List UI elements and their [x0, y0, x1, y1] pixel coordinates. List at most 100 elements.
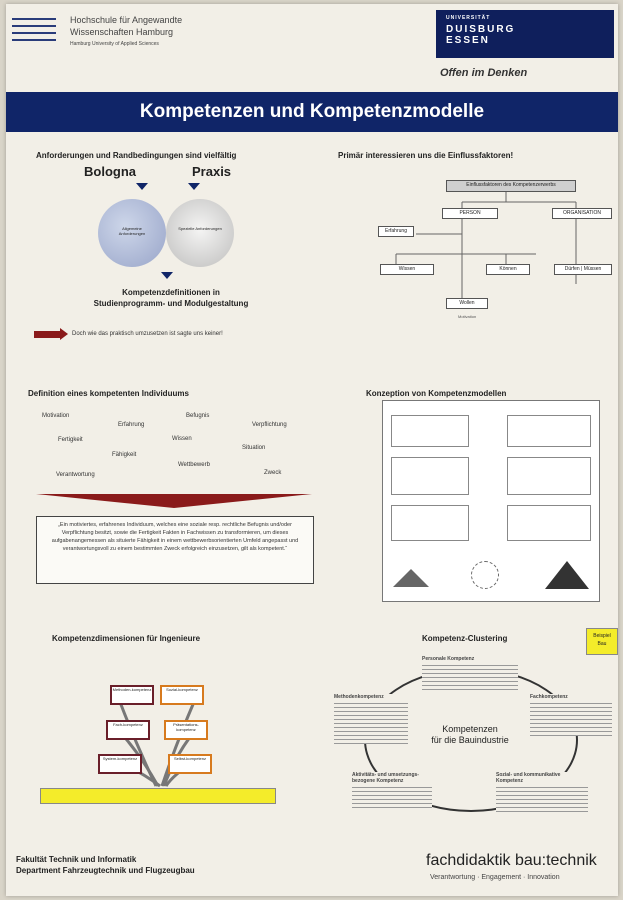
bologna-list: [20, 187, 90, 192]
example-badge-line1: Beispiel: [593, 633, 611, 639]
organisation-box: ORGANISATION: [552, 208, 612, 219]
circles-icon: [471, 561, 499, 589]
fachdidaktik-tagline: Verantwortung · Engagement · Innovation: [430, 874, 560, 881]
ude-logo-essen: ESSEN: [446, 35, 490, 46]
conception-row: [507, 457, 591, 495]
bologna-circle: [98, 199, 166, 267]
influence-root-box: Einflussfaktoren des Kompetenzerwerbs: [446, 180, 576, 192]
down-arrow-icon: [161, 272, 173, 279]
cluster-method-title: Methodenkompetenz: [334, 694, 384, 700]
word-experience: Erfahrung: [118, 422, 145, 428]
word-situation: Situation: [242, 445, 266, 451]
dimension-social: Sozial-kompetenz: [160, 685, 204, 705]
word-competition: Wettbewerb: [178, 462, 210, 468]
bologna-circle-text: Allgemeine Anforderungen: [118, 226, 146, 236]
word-knowledge: Wissen: [172, 436, 192, 442]
word-responsibility: Verantwortung: [56, 472, 95, 478]
cluster-filler: [334, 700, 408, 744]
motivation-label: Motivation: [458, 314, 477, 319]
haw-name-line2: Wissenschaften Hamburg: [70, 27, 174, 37]
red-arrow-head-icon: [60, 328, 68, 340]
pyramid-icon: [393, 569, 429, 587]
word-purpose: Zweck: [264, 470, 282, 476]
experience-box: Erfahrung: [378, 226, 414, 237]
influence-heading: Primär interessieren uns die Einflussfak…: [338, 151, 514, 160]
ability-box: Können: [486, 264, 530, 275]
dim-left-list: [30, 664, 88, 667]
conception-heading: Konzeption von Kompetenzmodellen: [366, 389, 507, 398]
haw-name: Hochschule für Angewandte Wissenschaften…: [70, 14, 182, 50]
pyramid-large-icon: [545, 561, 589, 589]
cluster-personal: Personale Kompetenz: [422, 656, 518, 692]
bologna-label: Bologna: [84, 164, 136, 179]
ude-logo-top: UNIVERSITÄT: [446, 15, 491, 21]
cluster-center-line2: für die Bauindustrie: [431, 735, 509, 745]
example-badge: Beispiel Bau: [586, 628, 618, 655]
permission-box: Dürfen | Müssen: [554, 264, 612, 275]
competence-definition: Kompetenzdefinitionen in Studienprogramm…: [76, 287, 266, 309]
dim-right-list: [218, 660, 284, 663]
cluster-activity: Aktivitäts- und umsetzungs-bezogene Komp…: [352, 772, 432, 810]
praxis-label: Praxis: [192, 164, 232, 179]
haw-logo: [12, 18, 56, 46]
cluster-personal-title: Personale Kompetenz: [422, 656, 475, 662]
ude-slogan: Offen im Denken: [440, 67, 528, 79]
faculty-line: Fakultät Technik und Informatik: [16, 855, 137, 864]
competence-definition-line1: Kompetenzdefinitionen in: [122, 288, 220, 297]
cluster-social-title: Sozial- und kommunikative Kompetenz: [496, 772, 561, 784]
word-obligation: Verpflichtung: [252, 422, 287, 428]
cluster-professional: Fachkompetenz: [530, 694, 612, 736]
cluster-filler: [352, 784, 432, 810]
word-motivation: Motivation: [42, 413, 70, 419]
example-badge-line2: Bau: [597, 641, 607, 647]
dimension-system: System-kompetenz: [98, 754, 142, 774]
cluster-filler: [530, 700, 612, 736]
dimensions-fan: [118, 701, 196, 788]
dimensions-footer-bar: [40, 788, 276, 804]
influence-diagram-lines: [395, 192, 577, 304]
cluster-social: Sozial- und kommunikative Kompetenz: [496, 772, 588, 814]
conception-row: [391, 415, 469, 447]
praxis-circle: [166, 199, 234, 267]
poster: Hochschule für Angewandte Wissenschaften…: [6, 4, 618, 896]
req-heading: Anforderungen und Randbedingungen sind v…: [36, 151, 237, 160]
faculty-info: Fakultät Technik und Informatik Departme…: [16, 854, 195, 876]
clustering-heading: Kompetenz-Clustering: [422, 634, 508, 643]
conception-row: [507, 505, 591, 541]
haw-name-english: Hamburg University of Applied Sciences: [70, 41, 159, 47]
ude-logo: UNIVERSITÄT DUISBURG ESSEN: [436, 10, 614, 58]
word-authority: Befugnis: [186, 413, 210, 419]
dimension-presentation: Präsentations-kompetenz: [164, 720, 208, 740]
conception-diagram: [382, 400, 600, 602]
cluster-professional-title: Fachkompetenz: [530, 694, 568, 700]
red-funnel: [36, 494, 312, 508]
poster-title: Kompetenzen und Kompetenzmodelle: [6, 92, 618, 132]
red-arrow-icon: [34, 331, 60, 338]
word-skill: Fertigkeit: [58, 437, 83, 443]
conception-row: [391, 457, 469, 495]
dimensions-heading: Kompetenzdimensionen für Ingenieure: [52, 634, 201, 643]
definition-heading: Definition eines kompetenten Individuums: [28, 389, 189, 398]
cluster-method: Methodenkompetenz: [334, 694, 408, 744]
praxis-circle-text: Spezielle Anforderungen: [178, 226, 222, 231]
ude-logo-duisburg: DUISBURG: [446, 24, 516, 35]
will-box: Wollen: [446, 298, 488, 309]
dimension-methods: Methoden-kompetenz: [110, 685, 154, 705]
fachdidaktik-logo: fachdidaktik bau:technik: [426, 852, 597, 869]
knowledge-box: Wissen: [380, 264, 434, 275]
cluster-activity-title: Aktivitäts- und umsetzungs-bezogene Komp…: [352, 772, 419, 784]
praxis-arrow-icon: [188, 183, 200, 190]
dimension-self: Selbst-kompetenz: [168, 754, 212, 774]
cluster-center: Kompetenzen für die Bauindustrie: [410, 724, 530, 746]
person-box: PERSON: [442, 208, 498, 219]
haw-name-line1: Hochschule für Angewandte: [70, 15, 183, 25]
cluster-center-line1: Kompetenzen: [442, 724, 498, 734]
bologna-arrow-icon: [136, 183, 148, 190]
cluster-filler: [496, 784, 588, 814]
conception-row: [507, 415, 591, 447]
praxis-list: [242, 187, 312, 192]
practice-question: Doch wie das praktisch umzusetzen ist sa…: [72, 331, 223, 337]
word-capability: Fähigkeit: [112, 452, 137, 458]
conception-row: [391, 505, 469, 541]
cluster-filler: [422, 662, 518, 692]
